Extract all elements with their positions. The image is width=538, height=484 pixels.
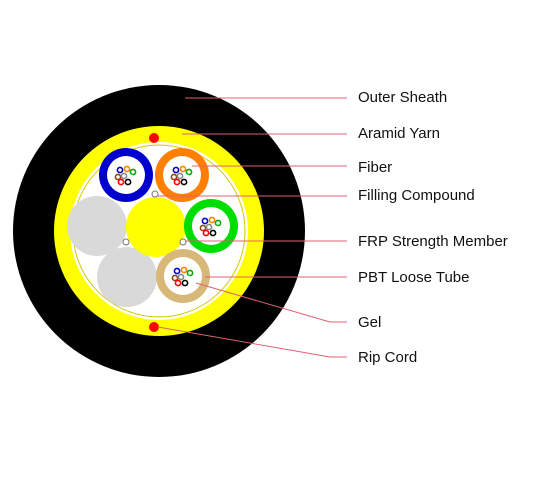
filling-compound-dot: [179, 238, 187, 246]
fiber: [199, 224, 207, 232]
label-frp-strength-member: FRP Strength Member: [358, 233, 508, 250]
fiber: [129, 168, 137, 176]
fiber: [170, 173, 178, 181]
fiber: [180, 266, 188, 274]
fiber: [171, 274, 179, 282]
fiber: [124, 178, 132, 186]
fiber: [173, 178, 181, 186]
label-outer-sheath: Outer Sheath: [358, 89, 448, 106]
leader-gel: [195, 282, 347, 323]
fiber: [120, 172, 128, 180]
fiber: [208, 216, 216, 224]
fiber: [205, 223, 213, 231]
rip-cord-top: [149, 133, 159, 143]
label-pbt-loose-tube: PBT Loose Tube: [358, 269, 470, 286]
fiber: [201, 217, 209, 225]
label-fiber: Fiber: [358, 159, 393, 176]
fiber-bundles: [114, 165, 222, 287]
fiber: [202, 229, 210, 237]
leader-rip-cord: [157, 326, 347, 358]
fiber: [172, 166, 180, 174]
fiber: [123, 165, 131, 173]
fiber: [180, 178, 188, 186]
filler-rod: [67, 196, 127, 256]
label-filling-compound: Filling Compound: [358, 187, 475, 204]
label-aramid-yarn: Aramid Yarn: [358, 125, 440, 142]
fiber: [176, 172, 184, 180]
fiber: [177, 273, 185, 281]
frp-strength-member: [126, 197, 186, 257]
fiber: [209, 229, 217, 237]
label-rip-cord: Rip Cord: [358, 349, 418, 366]
fiber: [181, 279, 189, 287]
fiber: [179, 165, 187, 173]
fiber: [174, 279, 182, 287]
fiber: [186, 269, 194, 277]
rip-cord-bottom: [149, 322, 159, 332]
fiber: [185, 168, 193, 176]
fiber: [214, 219, 222, 227]
label-gel: Gel: [358, 314, 382, 331]
filling-compound-dot: [151, 190, 159, 198]
fiber: [173, 267, 181, 275]
fiber: [116, 166, 124, 174]
fiber: [117, 178, 125, 186]
filler-rod: [97, 247, 157, 307]
fiber: [114, 173, 122, 181]
filling-compound-dot: [122, 238, 130, 246]
